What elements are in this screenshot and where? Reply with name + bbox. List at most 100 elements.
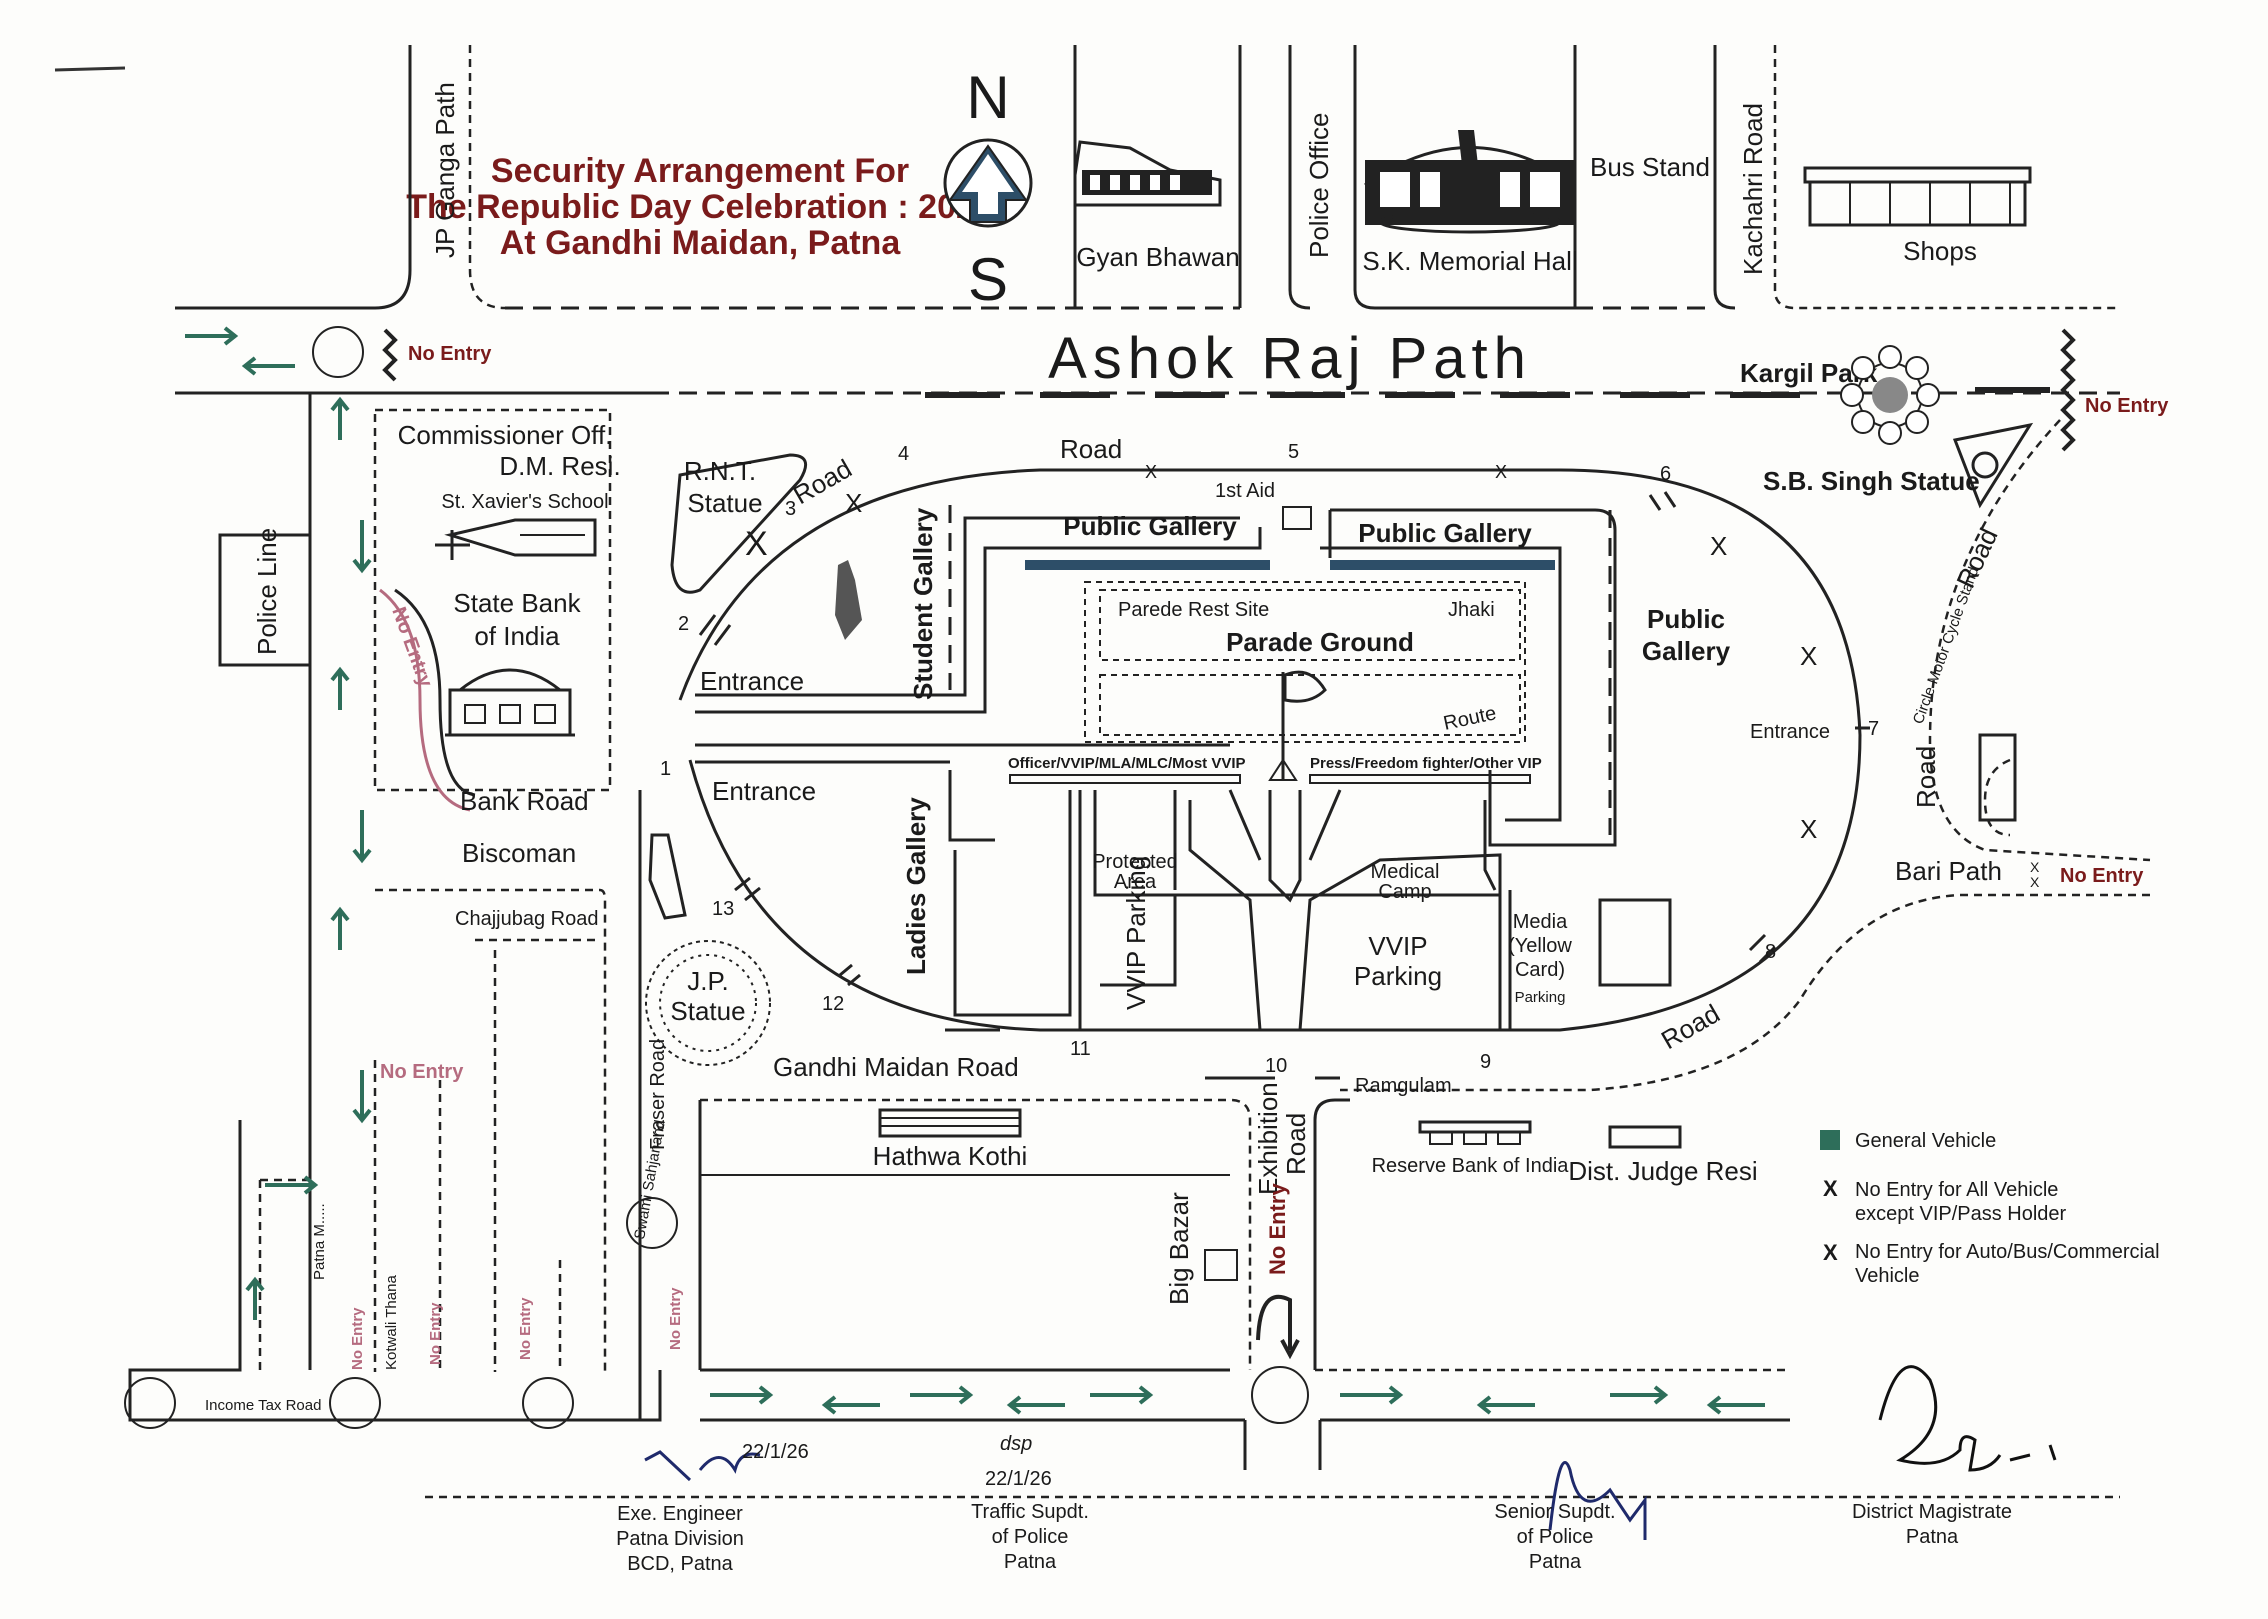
commissioner-office-label: Commissioner Off. — [398, 420, 613, 450]
first-aid-label: 1st Aid — [1215, 480, 1275, 502]
rbi-building-icon — [1418, 1120, 1532, 1145]
sk-memorial-hall-icon — [1364, 130, 1576, 234]
x-mark: X — [745, 525, 768, 563]
exhibition-road-label-1: Exhibition — [1253, 1082, 1283, 1195]
gate-number: 4 — [898, 443, 909, 465]
signature-senior-sp: Senior Supdt. of Police Patna — [1494, 1461, 1647, 1573]
jp-statue-label-2: Statue — [670, 996, 745, 1026]
dist-judge-building-icon — [1608, 1125, 1682, 1149]
legend-black-x-icon: X — [1823, 1240, 1838, 1265]
general-vehicle-swatch — [1820, 1130, 1840, 1150]
traffic-sp-dept: of Police — [992, 1526, 1069, 1548]
gate-number: 10 — [1265, 1055, 1287, 1077]
title-line-3: At Gandhi Maidan, Patna — [500, 224, 902, 262]
gyan-bhawan-label: Gyan Bhawan — [1076, 242, 1239, 272]
dm-title: District Magistrate — [1852, 1501, 2012, 1523]
x-mark: X — [2030, 859, 2040, 875]
x-mark: X — [1800, 814, 1817, 844]
sbi-label-2: of India — [474, 621, 560, 651]
rnt-statue-label-1: R.N.T. — [684, 456, 756, 486]
medical-camp-label-1: Medical — [1371, 861, 1440, 883]
gate-number: 2 — [678, 613, 689, 635]
flag-icon — [1268, 670, 1327, 781]
x-mark: X — [2030, 874, 2040, 890]
public-gallery-label-right: Public Gallery — [1358, 518, 1532, 548]
shops-icon — [1803, 166, 2032, 227]
exhibition-road-label-2: Road — [1281, 1113, 1311, 1175]
gate-number: 3 — [785, 498, 796, 520]
medical-camp-label-2: Camp — [1378, 881, 1431, 903]
x-mark: X — [1710, 531, 1727, 561]
income-tax-road-label: Income Tax Road — [205, 1397, 321, 1414]
gate-number: 11 — [1070, 1038, 1091, 1060]
jhaki-label: Jhaki — [1448, 599, 1495, 621]
no-entry-label-exhibition: No Entry — [1265, 1183, 1290, 1275]
south-block: J.P. Statue Fraser Road Gandhi Maidan Ro… — [638, 833, 1790, 1470]
route-label: Route — [1441, 702, 1498, 735]
sbi-label-1: State Bank — [453, 588, 581, 618]
fraser-road-label: Fraser Road — [647, 1039, 669, 1150]
exe-engineer-division: Patna Division — [616, 1528, 744, 1550]
patna-museum-label: Patna M..... — [311, 1203, 328, 1280]
barricade-icon — [382, 328, 398, 382]
police-line-label: Police Line — [252, 528, 282, 655]
rnt-statue-label-2: Statue — [687, 488, 762, 518]
first-aid-icon — [1282, 506, 1312, 530]
scan-mark — [54, 66, 126, 72]
st-xaviers-label: St. Xavier's School — [441, 491, 608, 513]
exe-engineer-org: BCD, Patna — [627, 1553, 733, 1575]
exhibition-chowk-icon — [1251, 1366, 1309, 1424]
public-gallery-east-label-2: Gallery — [1642, 636, 1731, 666]
hathwa-kothi-label: Hathwa Kothi — [873, 1141, 1028, 1171]
signature-block: 22/1/26 Exe. Engineer Patna Division BCD… — [425, 1365, 2120, 1575]
media-parking-label-3: Card) — [1515, 959, 1565, 981]
bari-path-label: Bari Path — [1895, 856, 2002, 886]
vvip-parking-label-1: VVIP — [1368, 931, 1427, 961]
compass-icon: N S — [943, 64, 1033, 313]
media-parking-label-1: Media — [1513, 911, 1568, 933]
sb-singh-statue-icon — [1952, 422, 2034, 509]
big-bazar-label: Big Bazar — [1164, 1192, 1194, 1305]
kotwali-thana-label: Kotwali Thana — [383, 1275, 400, 1370]
no-entry-label-left: No Entry — [380, 1061, 464, 1083]
shops-label: Shops — [1903, 236, 1977, 266]
vvip-parking-label-2: Parking — [1354, 961, 1442, 991]
gandhi-maidan-road-label: Gandhi Maidan Road — [773, 1052, 1019, 1082]
traffic-sp-city: Patna — [1004, 1551, 1057, 1573]
protected-area-label-1: Protected — [1092, 851, 1178, 873]
top-streets: JP Ganga Path Gyan Bhawan Police Office — [175, 45, 2120, 310]
ramgulam-label: Ramgulam — [1355, 1075, 1452, 1097]
roundabout-icon — [124, 326, 678, 1429]
road-label-top: Road — [1060, 434, 1122, 464]
compass-north-label: N — [966, 64, 1009, 131]
parade-rest-site-label: Parede Rest Site — [1118, 599, 1269, 621]
rbi-label: Reserve Bank of India — [1372, 1155, 1570, 1177]
kachahri-road-label: Kachahri Road — [1738, 103, 1768, 275]
legend-no-entry-all-2: except VIP/Pass Holder — [1855, 1203, 2067, 1225]
chajjubag-road-label: Chajjubag Road — [455, 908, 598, 930]
circle-motor-cycle-label: Circle Motor Cycle Stand — [1910, 565, 1983, 727]
protected-area-label-2: Area — [1114, 871, 1157, 893]
legend-general-vehicle: General Vehicle — [1855, 1130, 1996, 1152]
legend-no-entry-all-1: No Entry for All Vehicle — [1855, 1179, 2058, 1201]
gate-number: 5 — [1288, 441, 1299, 463]
media-parking-label-4: Parking — [1515, 989, 1566, 1006]
x-mark: X — [1800, 641, 1817, 671]
police-office-label: Police Office — [1304, 113, 1334, 258]
dm-city: Patna — [1906, 1526, 1959, 1548]
media-parking-label-2: (Yellow — [1508, 935, 1572, 957]
gate-number: 7 — [1868, 718, 1879, 740]
gate-number: 12 — [822, 993, 844, 1015]
compass-south-label: S — [968, 246, 1008, 313]
x-mark: X — [1145, 462, 1157, 482]
traffic-arrows-left — [185, 326, 372, 1320]
no-entry-label-a: No Entry — [349, 1307, 366, 1370]
senior-sp-title: Senior Supdt. — [1494, 1501, 1615, 1523]
gate-number: 6 — [1660, 463, 1671, 485]
map-title: Security Arrangement For The Republic Da… — [406, 152, 994, 262]
road-label-se: Road — [1656, 998, 1725, 1055]
gyan-bhawan-building-icon — [1073, 140, 1222, 207]
gandhi-maidan: X X X X X X X 1 2 3 4 5 6 7 8 9 10 11 12… — [660, 434, 1879, 1077]
title-line-2: The Republic Day Celebration : 2026 — [406, 188, 994, 226]
